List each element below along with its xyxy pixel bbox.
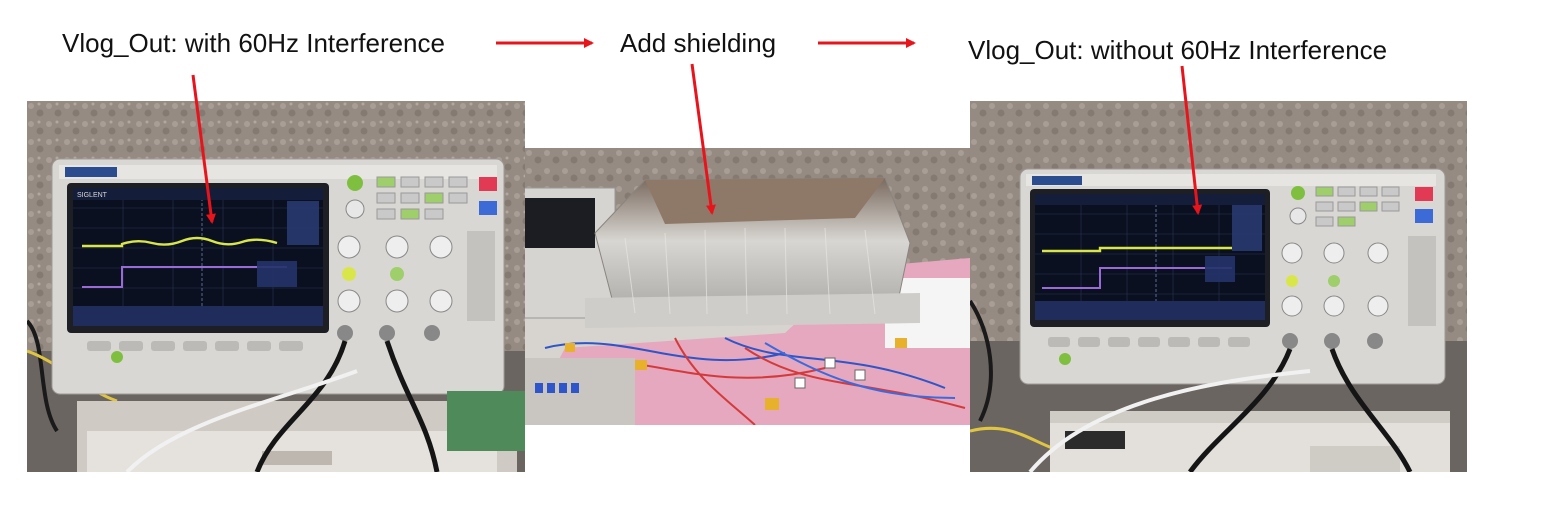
oscilloscope-body: SIGLENT xyxy=(51,158,505,395)
scope-brand-on-screen: SIGLENT xyxy=(77,192,108,199)
foil-tray xyxy=(585,177,920,328)
oscilloscope-body xyxy=(1019,168,1446,385)
photo-scope-with-interference: SIGLENT xyxy=(27,101,525,472)
caption-before: Vlog_Out: with 60Hz Interference xyxy=(62,28,445,58)
caption-action: Add shielding xyxy=(620,28,777,58)
caption-after: Vlog_Out: without 60Hz Interference xyxy=(968,35,1388,65)
photo-foil-shielding xyxy=(525,148,970,425)
photo-scope-without-interference xyxy=(970,101,1467,472)
scope-screen xyxy=(73,188,323,326)
